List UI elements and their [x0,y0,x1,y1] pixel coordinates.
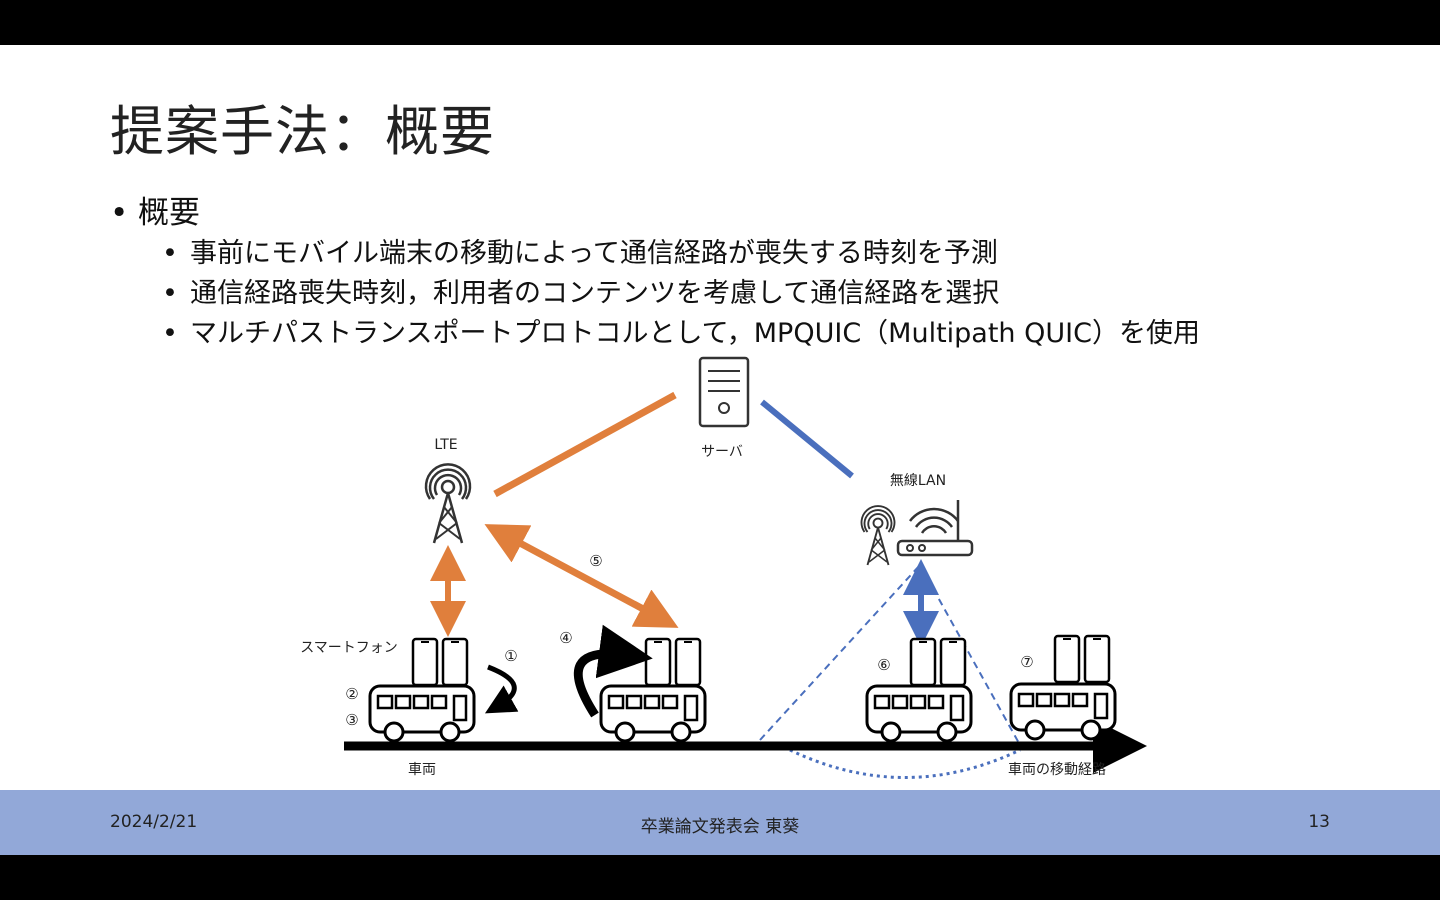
server-lte-link [493,391,677,498]
bus-icon [865,684,973,743]
step-marker-2: ② [345,685,358,703]
sub-bullet-3: • マルチパストランスポートプロトコルとして，MPQUIC（Multipath Q… [162,311,1200,350]
wlan-coverage-cone [759,563,1021,746]
step-marker-6: ⑥ [877,656,890,674]
step-marker-7: ⑦ [1020,653,1033,671]
server-wlan-link [760,399,854,479]
bullet-main-text: 概要 [138,195,200,231]
sub-bullet-text: マルチパストランスポートプロトコルとして，MPQUIC（Multipath QU… [190,318,1200,349]
smartphone-label: スマートフォン [300,640,398,656]
return-arrow-icon [573,624,653,718]
bullet-dot: • [110,195,129,231]
bus-icon [1009,682,1117,741]
slide-footer: 2024/2/21 卒業論文発表会 東葵 13 [0,790,1440,855]
wlan-label: 無線LAN [890,473,946,489]
lte-tower-icon [424,463,472,545]
sub-bullet-1: • 事前にモバイル端末の移動によって通信経路が喪失する時刻を予測 [162,231,998,270]
router-icon [896,500,974,557]
step-marker-5: ⑤ [589,552,602,570]
route-label: 車両の移動経路 [1008,761,1106,778]
bullet-main: •概要 [110,187,200,232]
slide-title: 提案手法：概要 [110,100,495,163]
smartphone-icon [644,637,702,687]
bullet-dot: • [162,238,178,269]
smartphone-icon [909,637,967,687]
lte-bus2-link [484,524,679,628]
footer-event: 卒業論文発表会 東葵 [640,817,800,837]
vehicle-label: 車両 [408,761,436,778]
sub-bullet-text: 通信経路喪失時刻，利用者のコンテンツを考慮して通信経路を選択 [190,278,1000,309]
sub-bullet-2: • 通信経路喪失時刻，利用者のコンテンツを考慮して通信経路を選択 [162,271,999,310]
server-label: サーバ [701,444,743,460]
step-marker-1: ① [504,647,517,665]
step-marker-4: ④ [559,629,572,647]
server-icon [698,356,750,428]
slide: 提案手法：概要 •概要 •事前にモバイル端末の移動によって通信経路が喪失する時刻… [0,45,1440,855]
lte-label: LTE [434,437,457,453]
step-marker-3: ③ [345,711,358,729]
bus-icon [368,684,476,743]
footer-date: 2024/2/21 [110,812,198,832]
smartphone-icon [1053,634,1111,684]
switch-arrow-icon [484,664,519,714]
sub-bullet-text: 事前にモバイル端末の移動によって通信経路が喪失する時刻を予測 [190,238,998,269]
bus-icon [599,684,707,743]
wlan-antenna-icon [860,505,896,566]
network-diagram: サーバ LTE 無線LAN [300,356,1147,779]
bullet-dot: • [162,278,178,309]
bullet-dot: • [162,318,178,349]
wlan-coverage-arc [789,748,1021,779]
smartphone-icon [411,637,469,687]
footer-page-number: 13 [1308,812,1330,832]
